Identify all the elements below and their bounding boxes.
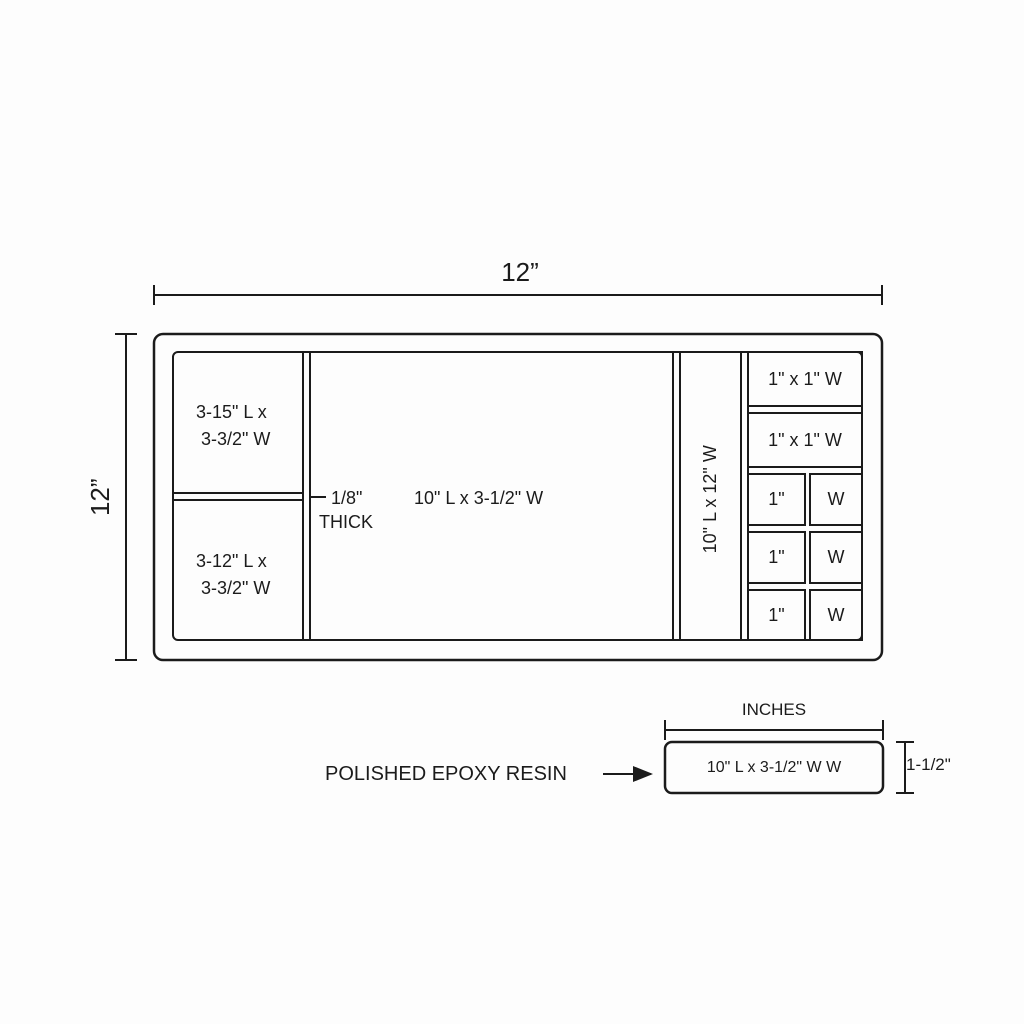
small-cell-2 (747, 412, 863, 468)
left-horizontal-divider (173, 492, 303, 501)
grid-row-1-left-label: 1" (768, 489, 785, 509)
grid-cell-left-3 (747, 589, 806, 641)
height-label: 1-1/2" (906, 755, 951, 774)
left-dimension-line (115, 333, 137, 661)
left-divider (302, 352, 311, 640)
overall-height-label: 12” (84, 478, 115, 517)
left-top-label-line2: 3-3/2" W (201, 429, 271, 449)
units-dimension-line (664, 720, 884, 740)
grid-cell-right-2 (809, 531, 863, 584)
vertical-slot-label: 10" L x 12" W (699, 445, 720, 554)
grid-cell-left-1 (747, 473, 806, 526)
grid-cell-left-2 (747, 531, 806, 584)
grid-row-2-left-label: 1" (768, 547, 785, 567)
small-cell-1-label: 1" x 1" W (768, 369, 842, 389)
resin-bar (663, 740, 885, 795)
left-bottom-label-line1: 3-12" L x (196, 551, 267, 571)
grid-row-3-right-label: W (827, 605, 845, 625)
grid-cell-right-1 (809, 473, 863, 526)
small-grid (747, 351, 863, 641)
small-cell-1 (747, 351, 863, 407)
grid-row-1-right-label: W (827, 489, 845, 509)
left-bottom-label-line2: 3-3/2" W (201, 578, 271, 598)
main-right-divider (672, 352, 681, 640)
overall-width-label: 12” (501, 257, 539, 287)
height-dimension-line (896, 741, 914, 794)
thickness-label-line2: THICK (319, 512, 373, 532)
tray-outer-frame (152, 332, 884, 662)
grid-cell-right-3 (809, 589, 863, 641)
left-top-label-line1: 3-15" L x (196, 402, 267, 422)
units-label: INCHES (741, 700, 807, 719)
top-dimension-line (153, 285, 883, 305)
resin-bar-label: 10" L x 3-1/2" W W (706, 759, 842, 776)
material-label: POLISHED EPOXY RESIN (325, 763, 567, 785)
thickness-label-line1: 1/8" (331, 488, 363, 508)
grid-left-divider (740, 352, 749, 640)
grid-row-2-right-label: W (827, 547, 845, 567)
grid-row-3-left-label: 1" (768, 605, 785, 625)
main-compartment-label: 10" L x 3-1/2" W (414, 488, 544, 508)
small-cell-2-label: 1" x 1" W (768, 430, 842, 450)
